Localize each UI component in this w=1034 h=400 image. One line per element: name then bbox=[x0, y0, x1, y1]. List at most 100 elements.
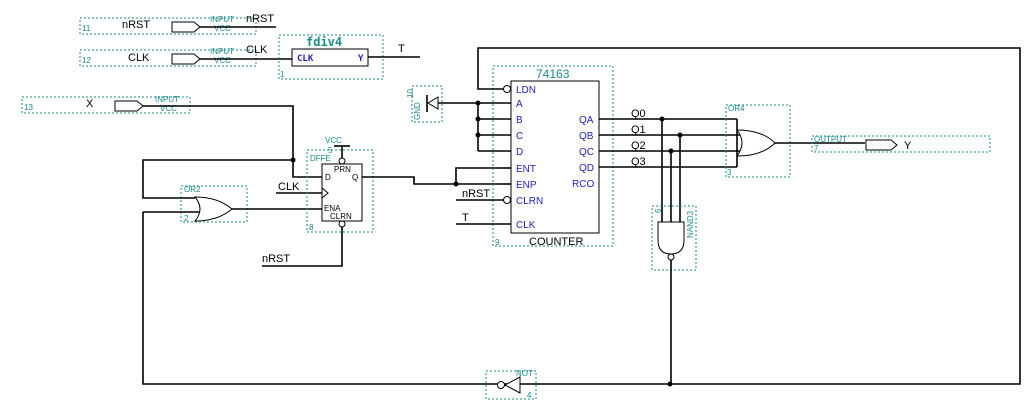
counter-pin-ent: ENT bbox=[516, 164, 536, 175]
fdiv4-in-pin: CLK bbox=[297, 54, 314, 64]
nand3-gate[interactable]: NAND3 6 bbox=[651, 205, 697, 387]
counter-pin-c: C bbox=[516, 131, 523, 142]
input-clk-number: 12 bbox=[82, 56, 91, 65]
counter-body bbox=[510, 80, 600, 234]
input-clk-frame bbox=[79, 49, 257, 67]
fdiv4-number: 1 bbox=[280, 70, 285, 79]
counter-pin-ldn: LDN bbox=[516, 85, 536, 96]
dffe-flipflop[interactable]: VCC 5 DFFE PRN D Q ENA CLRN 8 bbox=[306, 136, 374, 233]
wire-q-to-ent bbox=[455, 167, 503, 184]
input-clk-pull: VCC bbox=[214, 56, 231, 65]
input-nrst[interactable]: 11 nRST INPUT VCC nRST bbox=[79, 13, 276, 35]
input-clk-name: CLK bbox=[128, 52, 150, 64]
counter-frame bbox=[492, 65, 614, 247]
input-x-frame bbox=[21, 96, 191, 114]
output-port-shape bbox=[865, 139, 898, 151]
counter-pin-qc: QC bbox=[579, 147, 594, 158]
input-x[interactable]: 13 X INPUT VCC bbox=[21, 95, 294, 160]
dffe-prn-pin: PRN bbox=[334, 165, 351, 174]
input-clk-port-shape bbox=[171, 53, 201, 65]
or4-number: 3 bbox=[727, 168, 732, 177]
counter-pin-a: A bbox=[516, 99, 523, 110]
gnd-frame bbox=[411, 85, 443, 123]
or2-body bbox=[193, 196, 233, 222]
net-label-q1: Q1 bbox=[631, 124, 646, 136]
input-x-type: INPUT bbox=[155, 95, 179, 104]
dffe-clock-marker bbox=[321, 187, 329, 199]
not-gate[interactable]: NOT 4 bbox=[485, 369, 537, 400]
counter-pin-qb: QB bbox=[579, 131, 594, 142]
not-number: 4 bbox=[527, 391, 532, 400]
or4-title: OR4 bbox=[728, 104, 745, 113]
net-label-nrst-top: nRST bbox=[246, 13, 274, 25]
counter-pin-clk: CLK bbox=[516, 220, 536, 231]
counter-pin-qd: QD bbox=[579, 163, 594, 174]
input-clk-type: INPUT bbox=[210, 47, 234, 56]
net-label-clk-top: CLK bbox=[246, 44, 268, 56]
dffe-clrn-pin: CLRN bbox=[330, 212, 352, 221]
output-y[interactable]: OUTPUT 7 Y bbox=[811, 135, 991, 153]
fdiv4-title: fdiv4 bbox=[306, 35, 342, 49]
input-nrst-type: INPUT bbox=[210, 15, 234, 24]
wire-feedback-bottom bbox=[142, 212, 670, 385]
input-x-port-shape bbox=[114, 100, 144, 112]
nand3-title: NAND3 bbox=[686, 210, 695, 238]
counter-pin-qa: QA bbox=[579, 115, 594, 126]
net-label-nrst-counter: nRST bbox=[462, 188, 490, 200]
counter-pin-enp: ENP bbox=[516, 180, 537, 191]
counter-number: 9 bbox=[495, 238, 500, 247]
gnd-label: GND bbox=[413, 102, 422, 120]
counter-pin-rco: RCO bbox=[572, 179, 594, 190]
input-nrst-frame bbox=[79, 17, 257, 35]
net-label-q3: Q3 bbox=[631, 156, 646, 168]
or4-frame bbox=[725, 104, 791, 178]
output-type: OUTPUT bbox=[814, 135, 847, 144]
wire-x-to-d bbox=[292, 160, 322, 178]
counter-pin-clrn: CLRN bbox=[516, 196, 543, 207]
dffe-ena-pin: ENA bbox=[324, 204, 341, 213]
output-name: Y bbox=[904, 140, 912, 152]
output-frame bbox=[811, 135, 991, 153]
fdiv4-out-pin: Y bbox=[358, 54, 364, 64]
or2-gate[interactable]: OR2 2 bbox=[143, 185, 322, 223]
dffe-title: DFFE bbox=[310, 154, 331, 163]
dffe-q-pin: Q bbox=[352, 173, 358, 182]
counter-title: 74163 bbox=[536, 67, 570, 81]
wire-x-to-or2 bbox=[142, 159, 293, 199]
net-label-q2: Q2 bbox=[631, 140, 646, 152]
or2-number: 2 bbox=[184, 214, 189, 223]
net-label-q0: Q0 bbox=[631, 108, 646, 120]
counter-74163[interactable]: 74163 COUNTER 9 LDN A B C D ENT ENP CLRN… bbox=[456, 65, 614, 248]
not-title: NOT bbox=[516, 369, 533, 378]
net-label-clk-dff: CLK bbox=[278, 181, 300, 193]
or4-gate[interactable]: OR4 3 bbox=[725, 104, 865, 178]
fdiv4-block[interactable]: fdiv4 CLK Y 1 T bbox=[278, 34, 420, 80]
wire-ldn-loop bbox=[477, 47, 1021, 385]
input-x-name: X bbox=[86, 98, 94, 110]
dffe-frame bbox=[306, 149, 374, 233]
or2-title: OR2 bbox=[184, 185, 201, 194]
input-nrst-pull: VCC bbox=[214, 24, 231, 33]
or4-body bbox=[735, 129, 776, 157]
wire-nrst-to-clrn bbox=[262, 227, 343, 267]
net-label-t-top: T bbox=[398, 43, 405, 55]
gnd-number: 10 bbox=[406, 89, 415, 98]
counter-pin-b: B bbox=[516, 115, 523, 126]
dffe-vcc-number: 5 bbox=[328, 146, 333, 155]
net-label-nrst-dff: nRST bbox=[262, 253, 290, 265]
not-body bbox=[503, 376, 521, 394]
or2-frame bbox=[180, 185, 248, 223]
input-nrst-name: nRST bbox=[122, 19, 150, 31]
dffe-d-pin: D bbox=[325, 173, 331, 182]
input-x-number: 13 bbox=[24, 103, 33, 112]
counter-pin-d: D bbox=[516, 147, 523, 158]
wire-q-to-enp bbox=[362, 176, 456, 185]
input-clk[interactable]: 12 CLK INPUT VCC CLK bbox=[79, 44, 292, 67]
net-label-t-counter: T bbox=[462, 212, 469, 224]
input-x-pull: VCC bbox=[160, 104, 177, 113]
dffe-number: 8 bbox=[309, 223, 314, 232]
gnd-symbol: GND 10 bbox=[406, 85, 478, 123]
counter-footer: COUNTER bbox=[529, 236, 583, 248]
dffe-vcc: VCC bbox=[325, 136, 342, 145]
